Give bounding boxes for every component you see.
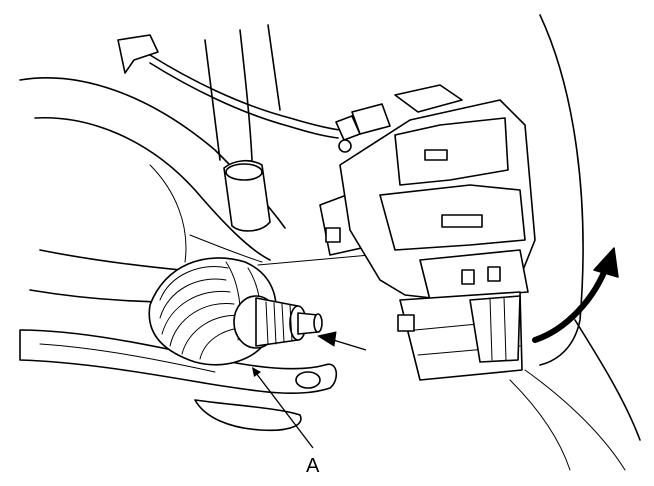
- brake-caliper-icon: [339, 84, 536, 381]
- shock-absorber-icon: [204, 24, 281, 232]
- insertion-arrow-icon: [317, 331, 367, 351]
- callout-label-a: A: [306, 455, 320, 477]
- wheel-hub-icon: [509, 14, 641, 471]
- callout-a: A: [252, 367, 320, 477]
- brake-hose-icon: [117, 34, 391, 153]
- lower-arm-icon: [19, 329, 338, 432]
- driveshaft-spline-icon: [233, 295, 323, 349]
- rotation-arrow-icon: [532, 247, 619, 343]
